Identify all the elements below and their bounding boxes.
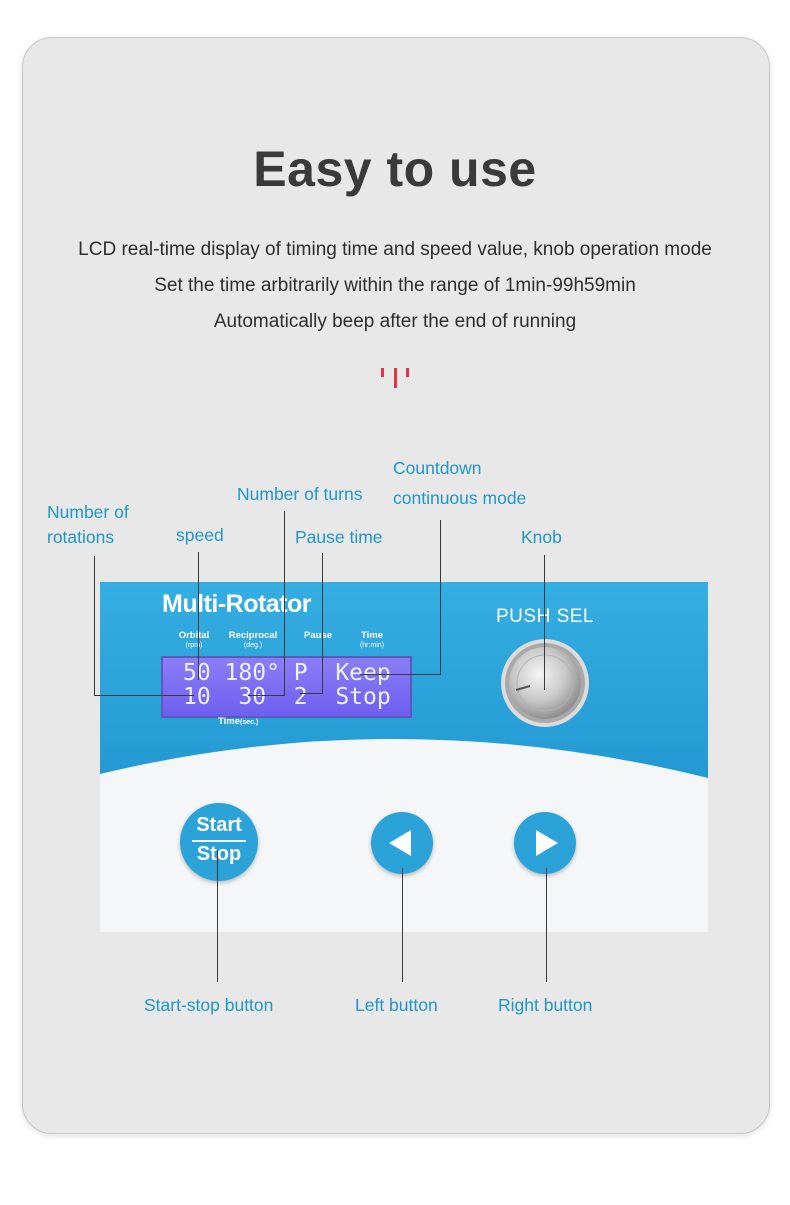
- label-left-button: Left button: [355, 995, 438, 1015]
- description-line-3: Automatically beep after the end of runn…: [213, 311, 577, 332]
- leader-left: [402, 868, 403, 982]
- decorative-ticks: [381, 368, 409, 388]
- label-knob: Knob: [521, 527, 562, 547]
- column-reciprocal: Reciprocal: [228, 630, 278, 641]
- time-caption: Time(sec.): [218, 716, 258, 727]
- label-rotations-line-2: rotations: [47, 527, 115, 547]
- label-pause-time: Pause time: [295, 527, 383, 547]
- stop-label: Stop: [196, 843, 242, 865]
- leader-knob: [544, 555, 545, 690]
- leader-pause-vertical: [322, 553, 323, 694]
- column-time-unit: (hr:min): [359, 642, 385, 649]
- left-button[interactable]: [371, 812, 433, 874]
- lcd-display: 50 180° P Keep 10 30 2 Stop: [161, 656, 412, 718]
- label-countdown-line-2: continuous mode: [393, 488, 527, 508]
- label-start-stop-button: Start-stop button: [144, 995, 274, 1015]
- start-stop-button[interactable]: Start Stop: [180, 803, 258, 881]
- leader-start-stop: [217, 850, 218, 982]
- column-reciprocal-unit: (deg.): [243, 642, 263, 649]
- label-rotations-line-1: Number of: [47, 502, 129, 522]
- leader-countdown-vertical: [440, 520, 441, 675]
- leader-countdown-horizontal: [360, 674, 441, 675]
- label-number-of-rotations: Number of rotations: [47, 500, 129, 550]
- leader-turns-horizontal: [248, 695, 285, 696]
- start-label: Start: [196, 814, 242, 836]
- lcd-row-2: 10 30 2 Stop: [183, 684, 391, 710]
- description-line-1: LCD real-time display of timing time and…: [78, 239, 712, 260]
- label-right-button: Right button: [498, 995, 593, 1015]
- leader-pause-horizontal: [300, 693, 323, 694]
- label-countdown-line-1: Countdown: [393, 458, 482, 478]
- page-title: Easy to use: [253, 141, 537, 197]
- leader-rotations-horizontal: [94, 695, 194, 696]
- start-stop-divider: [192, 840, 246, 842]
- label-countdown-continuous-mode: Countdown continuous mode: [393, 453, 526, 513]
- column-orbital-unit: (rpm): [185, 642, 203, 649]
- lcd-row-1: 50 180° P Keep: [183, 660, 391, 686]
- time-caption-word: Time: [218, 716, 241, 727]
- device-brand: Multi-Rotator: [162, 590, 312, 618]
- left-arrow-icon: [389, 830, 411, 856]
- column-orbital: Orbital: [178, 630, 210, 641]
- column-time: Time: [360, 630, 383, 641]
- time-caption-unit: (sec.): [240, 719, 259, 726]
- leader-turns-vertical: [284, 511, 285, 696]
- right-arrow-icon: [536, 830, 558, 856]
- description-line-2: Set the time arbitrarily within the rang…: [154, 275, 636, 296]
- column-pause: Pause: [304, 630, 332, 641]
- label-speed: speed: [176, 525, 224, 545]
- leader-speed: [198, 552, 199, 680]
- label-number-of-turns: Number of turns: [237, 484, 363, 504]
- leader-right: [546, 868, 547, 982]
- knob[interactable]: [500, 638, 590, 728]
- right-button[interactable]: [514, 812, 576, 874]
- leader-rotations-vertical: [94, 556, 95, 696]
